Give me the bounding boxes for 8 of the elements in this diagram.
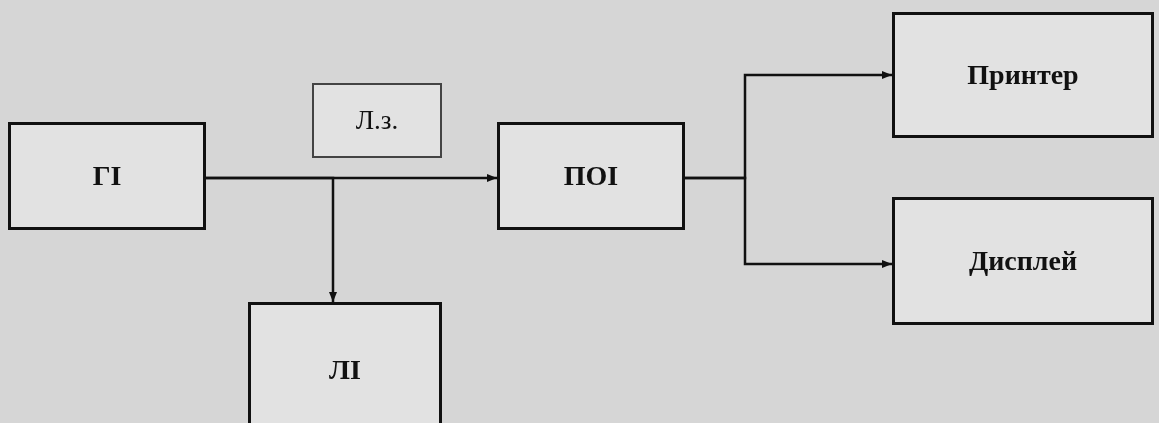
process-box: Дисплей [892, 197, 1154, 325]
process-box: Принтер [892, 12, 1154, 138]
process-box: Л.з. [312, 83, 442, 158]
process-box: ГІ [8, 122, 206, 230]
process-box: ПОІ [497, 122, 685, 230]
process-box: ЛІ [248, 302, 442, 423]
arrow [685, 176, 892, 268]
arrow [206, 176, 337, 302]
